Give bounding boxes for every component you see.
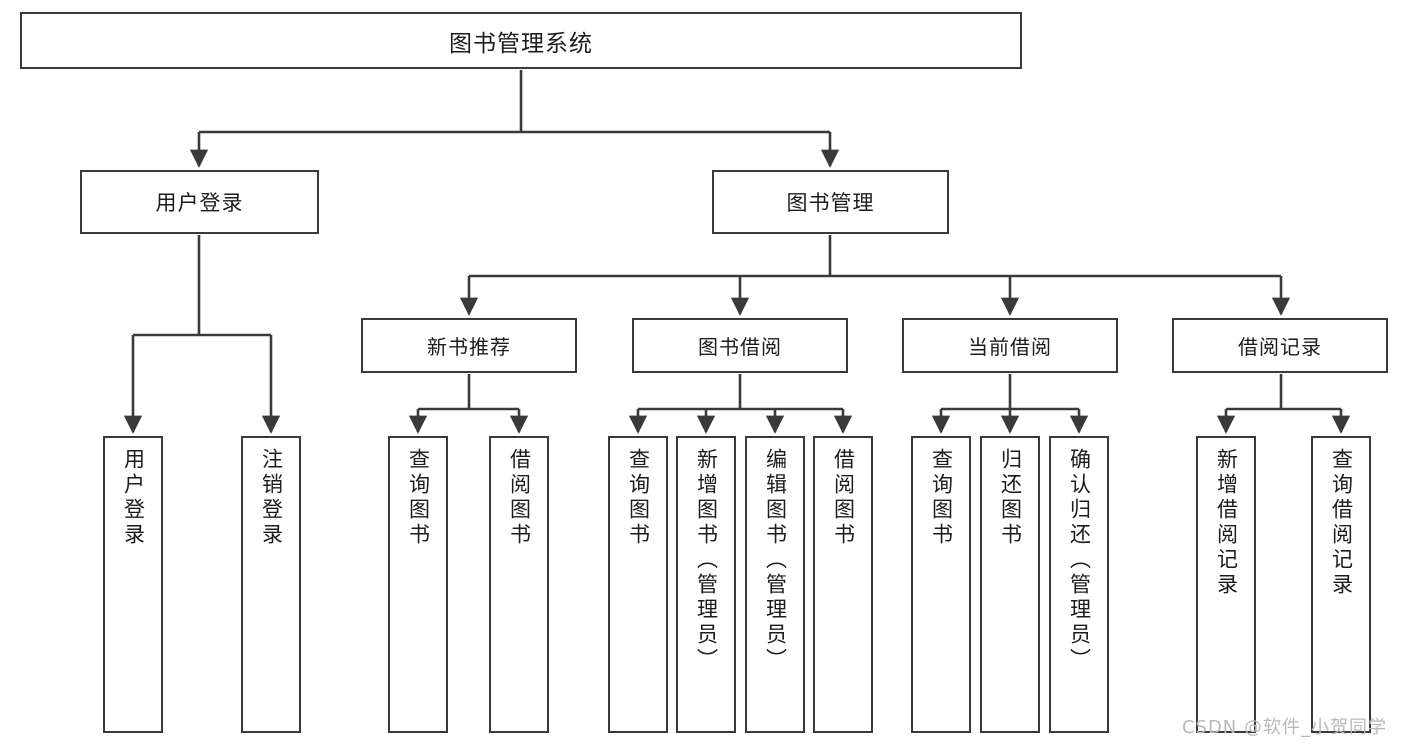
node-book-management[interactable]: 图书管理 (712, 170, 949, 234)
node-root-label: 图书管理系统 (449, 30, 593, 57)
leaf-record-add-record[interactable]: 新增借阅记录 (1196, 436, 1256, 733)
node-user-login[interactable]: 用户登录 (80, 170, 319, 234)
leaf-current-query-book[interactable]: 查询图书 (911, 436, 971, 733)
node-new-book-recommend-label: 新书推荐 (427, 335, 511, 359)
leaf-label: 查询借阅记录 (1329, 448, 1354, 598)
leaf-recommend-borrow-book[interactable]: 借阅图书 (489, 436, 549, 733)
leaf-user-login-signin[interactable]: 用户登录 (103, 436, 163, 733)
leaf-user-login-signout[interactable]: 注销登录 (241, 436, 301, 733)
node-book-borrow-label: 图书借阅 (698, 335, 782, 359)
node-new-book-recommend[interactable]: 新书推荐 (361, 318, 577, 373)
leaf-label: 查询图书 (626, 448, 651, 548)
leaf-label: 用户登录 (121, 448, 146, 548)
node-current-borrow-label: 当前借阅 (968, 335, 1052, 359)
leaf-borrow-query-book[interactable]: 查询图书 (608, 436, 668, 733)
leaf-current-return-book[interactable]: 归还图书 (980, 436, 1040, 733)
leaf-label: 借阅图书 (507, 448, 532, 548)
leaf-borrow-add-book-admin[interactable]: 新增图书（管理员） (676, 436, 736, 733)
leaf-borrow-borrow-book[interactable]: 借阅图书 (813, 436, 873, 733)
node-book-management-label: 图书管理 (786, 191, 875, 215)
node-book-borrow[interactable]: 图书借阅 (632, 318, 848, 373)
leaf-label: 借阅图书 (831, 448, 856, 548)
leaf-record-query-record[interactable]: 查询借阅记录 (1311, 436, 1371, 733)
node-current-borrow[interactable]: 当前借阅 (902, 318, 1118, 373)
node-user-login-label: 用户登录 (155, 191, 244, 215)
leaf-label: 查询图书 (406, 448, 431, 548)
node-borrow-record[interactable]: 借阅记录 (1172, 318, 1388, 373)
leaf-current-confirm-return-admin[interactable]: 确认归还（管理员） (1049, 436, 1109, 733)
leaf-label: 归还图书 (998, 448, 1023, 548)
leaf-label: 新增借阅记录 (1214, 448, 1239, 598)
leaf-label: 查询图书 (929, 448, 954, 548)
node-borrow-record-label: 借阅记录 (1238, 335, 1322, 359)
leaf-label: 新增图书（管理员） (694, 448, 719, 673)
watermark-text: CSDN @软件_小贺同学 (1181, 717, 1387, 738)
leaf-label: 确认归还（管理员） (1067, 448, 1092, 673)
leaf-label: 注销登录 (259, 448, 284, 548)
leaf-borrow-edit-book-admin[interactable]: 编辑图书（管理员） (745, 436, 805, 733)
node-root-system[interactable]: 图书管理系统 (20, 12, 1022, 69)
leaf-recommend-query-book[interactable]: 查询图书 (388, 436, 448, 733)
leaf-label: 编辑图书（管理员） (763, 448, 788, 673)
